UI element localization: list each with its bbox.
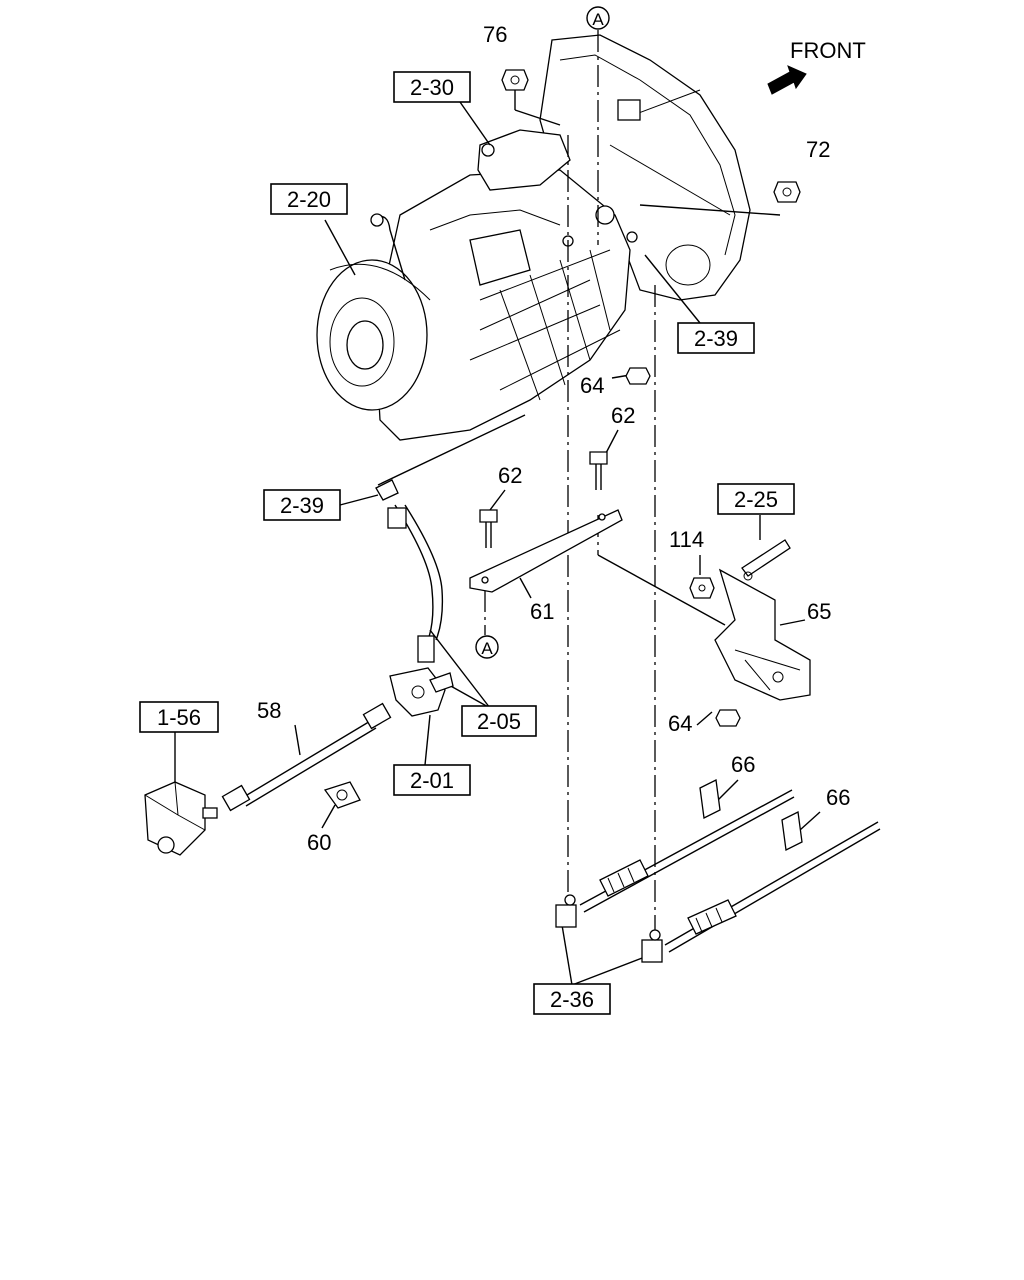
valve-block-2-01	[389, 667, 454, 717]
reference-box-2-36[interactable]: 2-36	[533, 983, 611, 1015]
shift-cable-1	[555, 779, 795, 928]
nut-114	[689, 577, 715, 599]
svg-text:A: A	[481, 639, 493, 658]
reference-box-2-05[interactable]: 2-05	[461, 705, 537, 737]
hose-assembly	[375, 479, 444, 663]
bracket-bar-61	[469, 509, 623, 593]
svg-text:2-01: 2-01	[410, 768, 454, 793]
front-label: FRONT	[790, 38, 866, 63]
callout-66-right[interactable]: 66	[826, 785, 850, 810]
callout-66-left[interactable]: 66	[731, 752, 755, 777]
bolt-62-right	[589, 451, 608, 490]
svg-text:A: A	[592, 10, 604, 29]
svg-text:2-05: 2-05	[477, 709, 521, 734]
svg-text:2-39: 2-39	[280, 493, 324, 518]
callout-76[interactable]: 76	[483, 22, 507, 47]
reference-box-1-56[interactable]: 1-56	[139, 701, 219, 733]
transmission-assembly	[316, 34, 751, 441]
reference-box-2-25[interactable]: 2-25	[717, 483, 795, 515]
callout-62-left[interactable]: 62	[498, 463, 522, 488]
nut-76	[501, 69, 529, 91]
callout-114[interactable]: 114	[669, 527, 704, 552]
callout-64-lower[interactable]: 64	[668, 711, 692, 736]
clip-60	[323, 781, 361, 809]
front-arrow-icon	[767, 65, 807, 95]
bolt-62-left	[479, 509, 498, 548]
shift-cable-2	[641, 811, 881, 963]
svg-text:2-36: 2-36	[550, 987, 594, 1012]
callout-58[interactable]: 58	[257, 698, 281, 723]
nut-72	[773, 181, 801, 203]
callout-61[interactable]: 61	[530, 599, 554, 624]
reference-box-2-39-lower[interactable]: 2-39	[263, 489, 341, 521]
callout-62-right[interactable]: 62	[611, 403, 635, 428]
relation-lines	[484, 30, 726, 940]
reference-box-2-01[interactable]: 2-01	[393, 764, 471, 796]
reference-mark-a-top: A	[586, 6, 610, 30]
svg-text:2-25: 2-25	[734, 487, 778, 512]
bracket-65	[714, 568, 811, 701]
stud-2-25	[741, 539, 791, 577]
nut-64-upper	[625, 367, 651, 385]
reference-box-2-30[interactable]: 2-30	[393, 71, 471, 103]
callout-64-upper[interactable]: 64	[580, 373, 604, 398]
svg-text:1-56: 1-56	[157, 705, 201, 730]
callout-60[interactable]: 60	[307, 830, 331, 855]
svg-text:2-30: 2-30	[410, 75, 454, 100]
callout-65[interactable]: 65	[807, 599, 831, 624]
reference-box-2-39-upper[interactable]: 2-39	[677, 322, 755, 354]
pipe-58	[221, 702, 392, 812]
reference-box-2-20[interactable]: 2-20	[270, 183, 348, 215]
svg-text:2-39: 2-39	[694, 326, 738, 351]
valve-1-56	[144, 781, 218, 856]
reference-mark-a-bottom: A	[475, 635, 499, 659]
svg-text:2-20: 2-20	[287, 187, 331, 212]
nut-64-lower	[715, 709, 741, 727]
callout-72[interactable]: 72	[806, 137, 830, 162]
